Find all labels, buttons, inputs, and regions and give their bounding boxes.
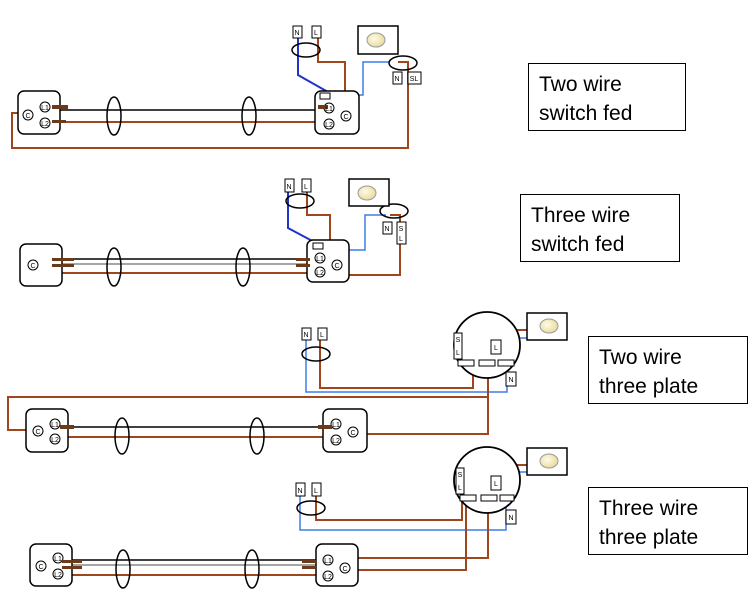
label-l1: L1 xyxy=(51,422,59,429)
label-common: C xyxy=(25,113,30,120)
label-l2: L2 xyxy=(54,572,62,579)
diagram-4-terminal-labels: C L1 L2 L1 L2 C N L S L L N xyxy=(38,472,513,581)
caption-line: switch fed xyxy=(531,233,625,256)
diagram-three-wire-three-plate xyxy=(29,446,568,589)
caption-line: Two wire xyxy=(599,346,682,369)
caption-line: switch fed xyxy=(539,102,633,125)
label-neutral: N xyxy=(394,76,399,83)
caption-line: Two wire xyxy=(539,73,622,96)
label-switched-live: SL xyxy=(410,76,419,83)
diagram-3-terminal-labels: C L1 L2 L1 L2 C N L S L L N xyxy=(35,332,513,445)
label-switched-live-s: S xyxy=(399,226,404,233)
label-neutral: N xyxy=(294,30,299,37)
label-switched-live-l: L xyxy=(399,236,403,243)
label-neutral: N xyxy=(508,515,513,522)
caption-two-wire-three-plate: Two wire three plate xyxy=(588,336,748,404)
caption-three-wire-three-plate: Three wire three plate xyxy=(588,487,748,555)
label-switch-loop-live: L xyxy=(458,485,462,492)
label-neutral: N xyxy=(384,226,389,233)
label-l2: L2 xyxy=(332,438,340,445)
diagram-1-terminal-labels: C L1 L2 L1 L2 C N L N SL xyxy=(25,30,418,129)
label-l1: L1 xyxy=(332,422,340,429)
label-live: L xyxy=(314,30,318,37)
label-l1: L1 xyxy=(41,105,49,112)
label-neutral: N xyxy=(303,332,308,339)
label-neutral: N xyxy=(286,184,291,191)
label-neutral: N xyxy=(508,377,513,384)
label-common: C xyxy=(35,429,40,436)
label-live: L xyxy=(314,488,318,495)
diagram-three-wire-switch-fed xyxy=(19,178,409,287)
label-live: L xyxy=(304,184,308,191)
diagram-2-terminal-labels: C L1 L2 C N L N S L xyxy=(30,184,403,277)
caption-line: Three wire xyxy=(599,497,699,520)
label-l2: L2 xyxy=(51,437,59,444)
label-common: C xyxy=(343,114,348,121)
label-common: C xyxy=(334,263,339,270)
caption-line: three plate xyxy=(599,526,699,549)
caption-line: Three wire xyxy=(531,204,631,227)
label-common: C xyxy=(38,564,43,571)
diagram-two-wire-switch-fed xyxy=(11,25,422,149)
label-l1: L1 xyxy=(324,558,332,565)
caption-three-wire-switch-fed: Three wire switch fed xyxy=(520,194,680,262)
label-live: L xyxy=(494,345,498,352)
caption-line: three plate xyxy=(599,375,699,398)
label-l2: L2 xyxy=(325,122,333,129)
diagram-two-wire-three-plate xyxy=(7,311,568,455)
label-l2: L2 xyxy=(41,121,49,128)
label-l1: L1 xyxy=(316,256,324,263)
label-switch-loop: S xyxy=(456,337,461,344)
label-common: C xyxy=(30,263,35,270)
label-switch-loop: S xyxy=(458,472,463,479)
label-switch-loop-live: L xyxy=(456,350,460,357)
label-l1: L1 xyxy=(54,556,62,563)
label-common: C xyxy=(350,430,355,437)
label-live: L xyxy=(494,481,498,488)
label-neutral: N xyxy=(297,488,302,495)
label-common: C xyxy=(342,566,347,573)
label-l1: L1 xyxy=(325,106,333,113)
label-live: L xyxy=(320,332,324,339)
label-l2: L2 xyxy=(324,574,332,581)
caption-two-wire-switch-fed: Two wire switch fed xyxy=(528,63,686,131)
label-l2: L2 xyxy=(316,270,324,277)
